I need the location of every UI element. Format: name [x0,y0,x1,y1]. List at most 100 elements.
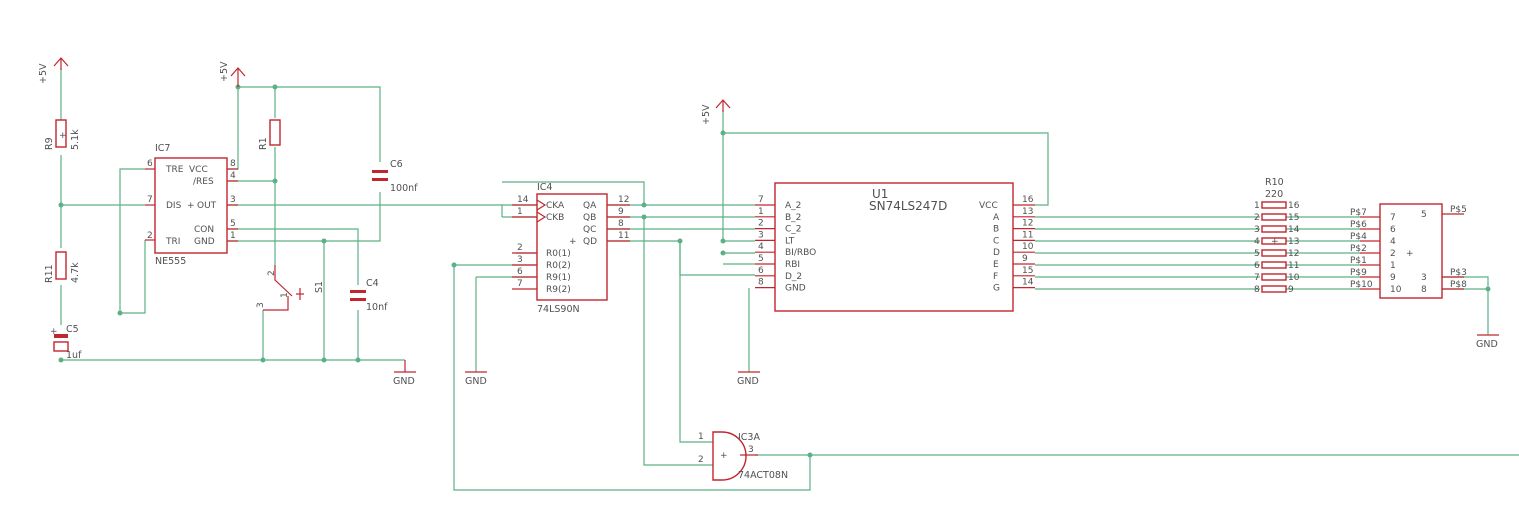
wires [60,68,1519,491]
ls90-pin-number: 12 [618,195,629,205]
display-net-label: P$9 [1350,268,1367,278]
svg-text:7: 7 [147,195,153,205]
r10-pin-left: 4 [1254,237,1260,247]
svg-text:2: 2 [267,270,277,276]
ls90-pin-label: QD [583,237,597,247]
gate-value: 74ACT08N [738,470,788,481]
gnd-symbol-2: GND [465,371,487,387]
resistor-r9: + R9 5.1k [44,119,81,150]
u1-pin-label: RBI [785,260,800,270]
s1-name: S1 [314,281,325,293]
display-net-label: P$4 [1350,232,1367,242]
display-pin-number: 5 [1421,210,1427,220]
r10-pin-right: 9 [1288,285,1294,295]
display-net-label: P$3 [1450,268,1467,278]
r10-pin-left: 1 [1254,201,1260,211]
display-net-label: P$2 [1350,244,1367,254]
c4-value: 10nf [366,302,388,313]
r11-value: 4.7k [70,262,81,283]
r10-element [1261,249,1287,257]
u1-pin-number: 5 [758,254,764,264]
svg-text:+: + [1406,249,1414,259]
u1-pin-label: C_2 [785,225,802,235]
u1-pin-label: GND [785,284,806,294]
ls90-pin-label: R0(1) [546,249,571,259]
display-net-label: P$1 [1350,256,1367,266]
gate-name: IC3A [738,432,760,443]
capacitor-c5: + C5 1uf [50,324,82,361]
svg-text:+: + [569,237,577,247]
c6-name: C6 [390,159,403,170]
r10-pin-right: 16 [1288,201,1300,211]
capacitor-c6: C6 100nf [372,159,418,194]
svg-text:3: 3 [748,445,754,455]
ne555-pin-dis: DIS [166,201,182,211]
r10-value: 220 [1265,189,1283,200]
r10-pin-left: 2 [1254,213,1260,223]
display-pin-number: 8 [1421,285,1427,295]
ic-sn74ls247d: U1 SN74LS247D 7A_21B_22C_23LT4BI/RBO5RBI… [755,182,1035,312]
ne555-pin-res: /RES [193,177,214,187]
display-net-label: P$5 [1450,205,1467,215]
ls90-pin-number: 8 [618,219,624,229]
ic-ne555: IC7 NE555 TRE VCC /RES DIS OUT + CON TRI… [145,143,238,267]
u1-pin-number: 10 [1022,242,1034,252]
gnd-label-2: GND [465,376,487,387]
u1-pin-number: 11 [1022,230,1033,240]
ne555-pin-tre: TRE [165,165,184,175]
r10-pin-left: 5 [1254,249,1260,259]
display-pin-number: 7 [1390,213,1396,223]
ls90-pin-label: CKB [546,213,564,223]
u1-pin-label: B [993,225,999,235]
u1-pin-number: 4 [758,242,764,252]
r10-pin-right: 12 [1288,249,1299,259]
svg-text:8: 8 [230,159,236,169]
and-gate-ic3a: + IC3A 74ACT08N 1 2 3 [698,431,788,481]
ne555-name: IC7 [155,143,170,154]
switch-s1: 2 1 3 S1 [256,265,325,311]
u1-pin-label: C [993,236,999,246]
svg-text:1: 1 [230,231,236,241]
ne555-pin-vcc: VCC [189,165,208,175]
ls90-name: IC4 [537,182,552,193]
gnd-symbol-4: GND [1476,334,1499,350]
vcc-label-left: +5V [38,63,49,84]
u1-pin-number: 9 [1022,254,1028,264]
svg-text:3: 3 [230,195,236,205]
display-pin-number: 2 [1390,249,1396,259]
display-pin-number: 3 [1421,273,1427,283]
u1-pin-label: G [993,284,1000,294]
svg-text:+: + [50,327,58,337]
svg-text:6: 6 [147,159,153,169]
r10-pin-left: 7 [1254,273,1260,283]
u1-pin-label: D [993,248,1000,258]
ne555-pin-con: CON [194,225,214,235]
display-pin-number: 4 [1390,237,1396,247]
display-pin-number: 9 [1390,273,1396,283]
gnd-label-3: GND [737,376,759,387]
ne555-pin-out: OUT [197,201,217,211]
ne555-pin-tri: TRI [165,237,180,247]
vcc-label-mid: +5V [219,61,230,82]
u1-pin-number: 15 [1022,266,1033,276]
ls90-pin-number: 6 [517,267,523,277]
ne555-pin-gnd: GND [194,237,215,247]
ls90-pin-number: 14 [517,195,529,205]
ne555-value: NE555 [155,256,186,267]
gnd-symbol-3: GND [737,371,760,387]
r10-pin-left: 3 [1254,225,1260,235]
r10-name: R10 [1265,177,1284,188]
u1-pin-label: BI/RBO [785,248,816,258]
ic-74ls90: IC4 74LS90N + 14CKA1CKB2R0(1)3R0(2)6R9(1… [512,182,630,315]
u1-pin-label: F [993,272,998,282]
u1-pin-label: A_2 [785,201,801,211]
svg-text:+: + [720,451,728,461]
junction-dots [58,84,1491,458]
u1-pin-number: 6 [758,266,764,276]
ls90-pin-number: 9 [618,207,624,217]
